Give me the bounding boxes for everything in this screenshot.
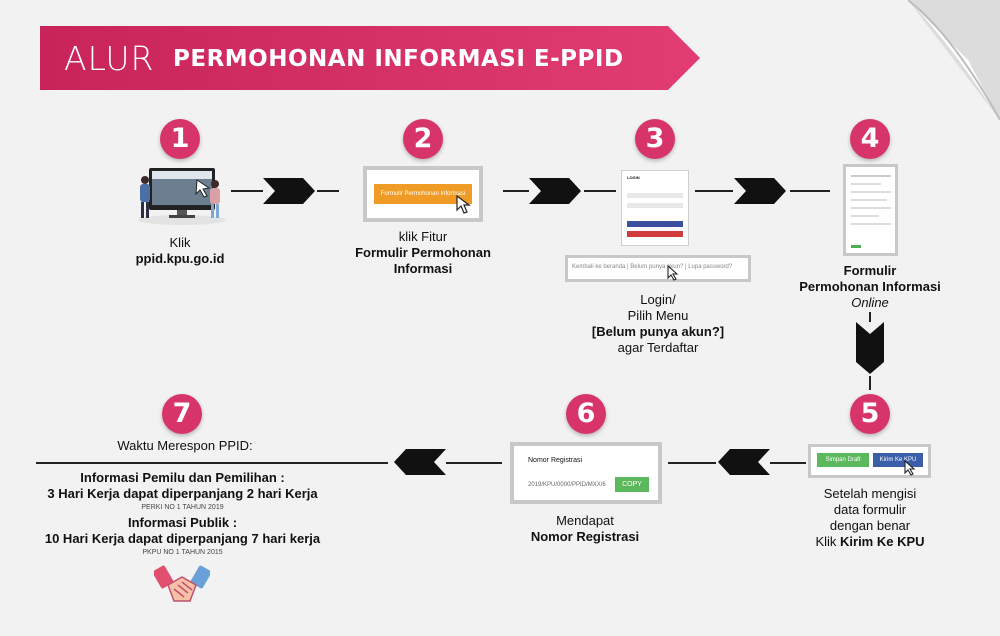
title-banner: ALUR PERMOHONAN INFORMASI E-PPID (40, 26, 700, 90)
login-form-preview: LOGIN (621, 170, 689, 246)
step-6-label-line1: Mendapat (556, 513, 614, 528)
info1-ref: PERKI NO 1 TAHUN 2019 (141, 504, 224, 511)
cursor-icon (903, 459, 917, 482)
step-5-label-line3: dengan benar (829, 518, 911, 533)
step-5-label-line2: data formulir (833, 502, 907, 517)
step-3-label-line4: agar Terdaftar (617, 340, 699, 355)
send-to-kpu-button-preview: Kirim Ke KPU (873, 453, 923, 467)
chevron-right-icon (529, 178, 581, 204)
step-5-label: Setelah mengisi data formulir dengan ben… (790, 486, 950, 550)
info1-text: 3 Hari Kerja dapat diperpanjang 2 hari K… (47, 486, 318, 501)
step-4-label-line3: Online (851, 295, 889, 310)
step-2-number: 2 (403, 119, 443, 159)
chevron-left-icon (718, 449, 770, 475)
login-links-preview: Kembali ke beranda | Belum punya akun? |… (565, 255, 751, 282)
info2-ref: PKPU NO 1 TAHUN 2015 (142, 549, 223, 556)
info2-title: Informasi Publik : (127, 515, 238, 530)
step-4-label-line1: Formulir (843, 263, 897, 278)
login-button-preview (627, 221, 683, 227)
connector-line (668, 462, 716, 464)
login-links-text: Kembali ke beranda | Belum punya akun? |… (572, 264, 733, 270)
step-3-number: 3 (635, 119, 675, 159)
banner-shape (40, 26, 700, 90)
connector-line (869, 312, 871, 322)
step-5-number: 5 (850, 394, 890, 434)
login-field (627, 193, 683, 198)
step-4-label-line2: Permohonan Informasi (799, 279, 941, 294)
info2-text: 10 Hari Kerja dapat diperpanjang 7 hari … (44, 531, 321, 546)
step-3-label-line2: Pilih Menu (627, 308, 689, 323)
connector-line (790, 190, 830, 192)
connector-line (503, 190, 529, 192)
step-1-illustration (135, 166, 230, 226)
step-7-heading: Waktu Merespon PPID: (117, 438, 253, 453)
step-4-number: 4 (850, 119, 890, 159)
step-1-label: Klik ppid.kpu.go.id (120, 235, 240, 267)
step-5-label-line4: Klik Kirim Ke KPU (790, 534, 950, 550)
connector-line (695, 190, 733, 192)
cursor-icon (455, 194, 473, 221)
save-draft-button-preview: Simpan Draft (817, 453, 869, 467)
step-6-label: Mendapat Nomor Registrasi (500, 513, 670, 545)
step-1-label-line1: Klik (169, 235, 191, 250)
connector-line (446, 462, 502, 464)
step-2-label-line3: Informasi (393, 261, 453, 276)
step-5-label-line4-bold: Kirim Ke KPU (840, 534, 925, 549)
copy-button-preview: COPY (615, 477, 649, 492)
connector-line (317, 190, 339, 192)
info1-title: Informasi Pemilu dan Pemilihan : (80, 470, 285, 485)
step-5-label-line4-prefix: Klik (815, 534, 841, 549)
step-2-screenshot: Formulir Permohonan Informasi (363, 166, 483, 222)
cursor-icon (666, 264, 680, 287)
registration-value: 2019/KPU/0000/PPID/MXX/6 (528, 482, 606, 488)
step-6-number: 6 (566, 394, 606, 434)
step-1-label-line2: ppid.kpu.go.id (135, 251, 225, 266)
title-bold-text: PERMOHONAN INFORMASI E-PPID (173, 46, 624, 72)
connector-line (231, 190, 263, 192)
chevron-down-icon (856, 322, 884, 374)
chevron-right-icon (734, 178, 786, 204)
connector-line (36, 462, 388, 464)
step-4-label: Formulir Permohonan Informasi Online (780, 263, 960, 311)
step-6-label-line2: Nomor Registrasi (530, 529, 640, 544)
registration-title: Nomor Registrasi (528, 457, 583, 464)
step-3-label: Login/ Pilih Menu [Belum punya akun?] ag… (570, 292, 746, 356)
title-light-text: ALUR (64, 39, 155, 78)
connector-line (770, 462, 806, 464)
step-7-number: 7 (162, 394, 202, 434)
step-3-label-line1: Login/ (640, 292, 676, 307)
register-button-preview (627, 231, 683, 237)
login-field (627, 203, 683, 208)
connector-line (584, 190, 616, 192)
online-form-preview (843, 164, 898, 256)
step-7-info: Informasi Pemilu dan Pemilihan : 3 Hari … (20, 470, 345, 558)
formulir-button-preview: Formulir Permohonan Informasi (374, 184, 472, 204)
computer-people-icon (138, 168, 226, 225)
chevron-left-icon (394, 449, 446, 475)
handshake-icon (152, 563, 212, 614)
step-2-label-line1: klik Fitur (398, 229, 448, 244)
registration-number-preview: Nomor Registrasi 2019/KPU/0000/PPID/MXX/… (510, 442, 662, 504)
page-curl-decoration (907, 0, 1000, 121)
step-3-label-line3: [Belum punya akun?] (591, 324, 725, 339)
chevron-right-icon (263, 178, 315, 204)
step-5-label-line1: Setelah mengisi (823, 486, 917, 501)
submit-buttons-preview: Simpan Draft Kirim Ke KPU (808, 444, 931, 478)
connector-line (869, 376, 871, 390)
step-1-number: 1 (160, 119, 200, 159)
step-2-label-line2: Formulir Permohonan (355, 245, 491, 260)
login-title: LOGIN (627, 175, 640, 180)
step-2-label: klik Fitur Formulir Permohonan Informasi (340, 229, 506, 277)
